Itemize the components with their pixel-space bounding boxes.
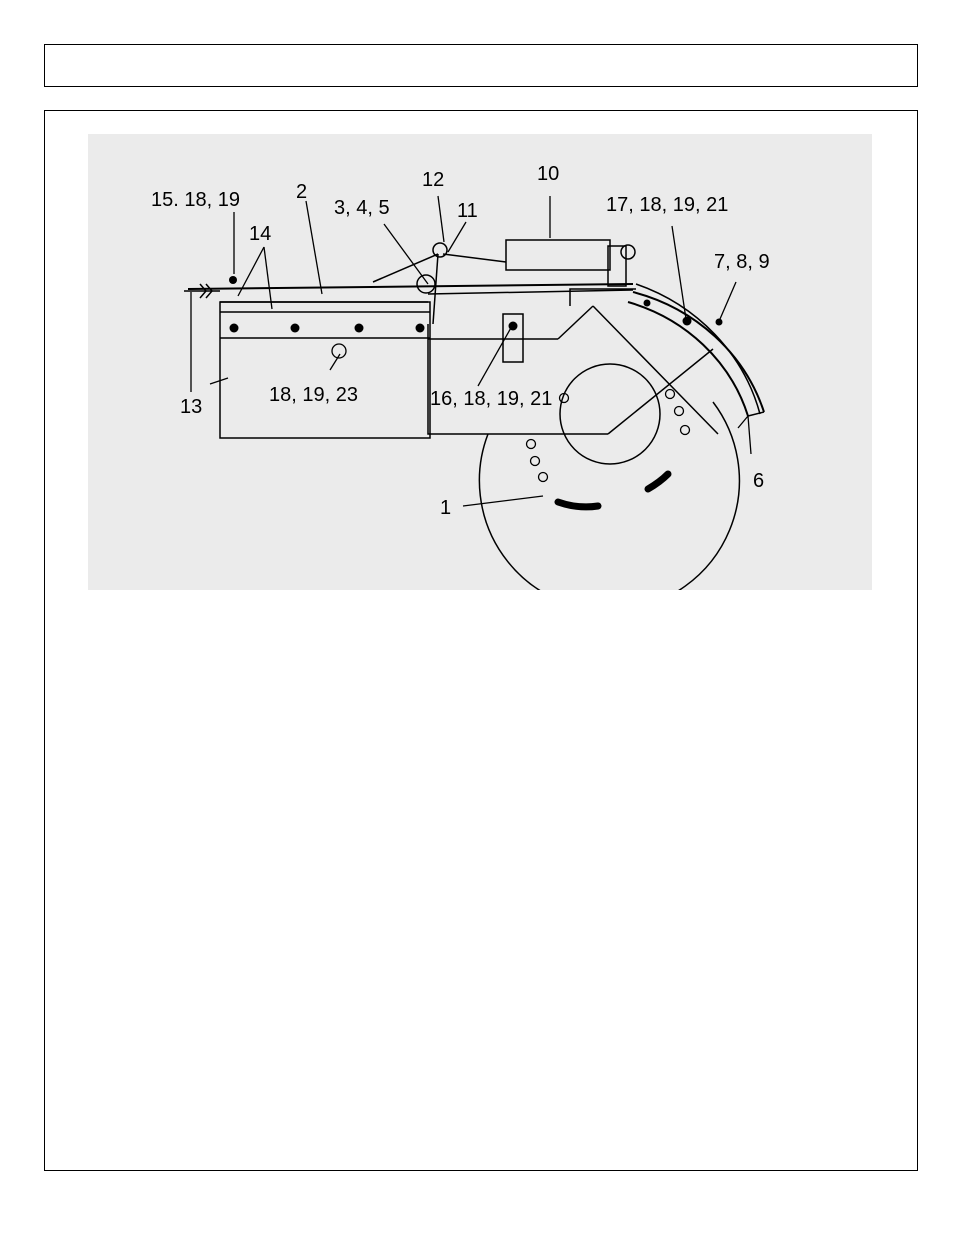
parts-diagram-svg: 15. 18, 19 14 2 3, 4, 5 12 11 10 17, 18,…: [151, 163, 770, 590]
callout-17-18-19-21: 17, 18, 19, 21: [606, 194, 728, 216]
callout-18-19-23: 18, 19, 23: [269, 384, 358, 406]
callout-15-18-19: 15. 18, 19: [151, 189, 240, 211]
callout-13: 13: [180, 396, 202, 418]
callout-3-4-5: 3, 4, 5: [334, 197, 390, 219]
disc-holes: [331, 343, 691, 483]
callout-11: 11: [457, 200, 478, 222]
leader-lines: [190, 195, 752, 507]
callout-12: 12: [422, 169, 444, 191]
callout-2: 2: [296, 181, 307, 203]
callout-16-18-19-21: 16, 18, 19, 21: [430, 388, 552, 410]
callout-10: 10: [537, 163, 559, 185]
machine-drawing: [184, 239, 765, 590]
callout-1: 1: [440, 497, 451, 519]
callout-labels: 15. 18, 19 14 2 3, 4, 5 12 11 10 17, 18,…: [151, 163, 770, 519]
callout-6: 6: [753, 470, 764, 492]
callout-14: 14: [249, 223, 271, 245]
page-header-box: [44, 44, 918, 87]
content-frame: [44, 110, 918, 1171]
bolt-holes: [229, 276, 723, 333]
parts-diagram: 15. 18, 19 14 2 3, 4, 5 12 11 10 17, 18,…: [88, 134, 872, 590]
callout-7-8-9: 7, 8, 9: [714, 251, 770, 273]
